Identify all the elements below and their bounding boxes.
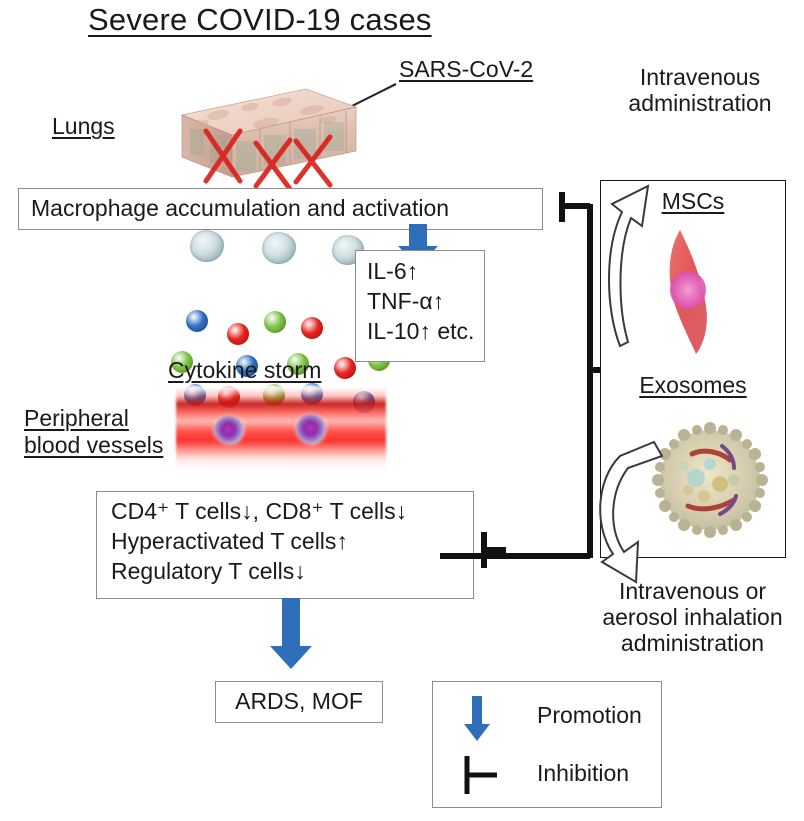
exosome-illustration: [648, 418, 772, 542]
blood-vessel-illustration: [176, 384, 386, 470]
iv-aerosol-curved-arrow: [599, 440, 664, 584]
cytokine-storm-label: Cytokine storm: [168, 357, 322, 383]
exosomes-label: Exosomes: [639, 372, 747, 398]
iv-aerosol-line2: aerosol inhalation: [602, 604, 783, 631]
iv-aerosol-line1: Intravenous or: [618, 578, 767, 604]
promotion-arrow-outcome: [270, 598, 312, 669]
lung-tissue-illustration: [178, 85, 360, 192]
peripheral-blood-vessels-label: Peripheral blood vessels: [24, 405, 163, 459]
cytokine-list-box: IL-6↑ TNF-α↑ IL-10↑ etc.: [355, 250, 485, 362]
iv-aerosol-label: Intravenous or aerosol inhalation admini…: [585, 578, 800, 657]
inhibition-tbar-tcells: [481, 532, 506, 568]
legend-row-promotion: Promotion: [433, 692, 663, 744]
iv-aerosol-line3: administration: [620, 630, 765, 657]
outcome-box-text: ARDS, MOF: [235, 688, 363, 715]
cytokine-item: IL-6↑: [367, 258, 419, 284]
macrophage-box: Macrophage accumulation and activation: [18, 188, 543, 230]
inhibition-bracket: [440, 192, 612, 559]
legend-row-inhibition: Inhibition: [433, 748, 663, 800]
peripheral-label-line2: blood vessels: [24, 432, 164, 459]
cytokine-dot: [264, 311, 286, 333]
cytokine-dot: [287, 353, 309, 375]
cytokine-dot: [171, 351, 193, 373]
lungs-label: Lungs: [52, 113, 115, 139]
iv-administration-line1: Intravenous: [639, 64, 761, 90]
inhibition-bar-icon: [464, 756, 497, 794]
page-title: Severe COVID-19 cases: [88, 2, 432, 37]
msc-cell-illustration: [650, 228, 736, 358]
legend-promotion-label: Promotion: [537, 702, 642, 728]
mscs-label: MSCs: [661, 188, 725, 214]
tcells-item: CD4⁺ T cells↓, CD8⁺ T cells↓: [111, 498, 408, 524]
iv-administration-curved-arrow: [608, 184, 650, 348]
cytokine-dot: [227, 323, 249, 345]
cytokine-item: TNF-α↑: [367, 287, 445, 314]
cytokine-dot: [301, 317, 323, 339]
iv-administration-label: Intravenous administration: [600, 64, 800, 116]
legend-box: Promotion Inhibition: [432, 681, 662, 808]
tcells-item: Hyperactivated T cells↑: [111, 527, 348, 554]
macrophage-cells-group: [182, 230, 382, 266]
outcome-box: ARDS, MOF: [215, 681, 383, 723]
iv-administration-line2: administration: [628, 90, 772, 117]
tcells-item: Regulatory T cells↓: [111, 557, 306, 584]
cytokine-dot: [334, 357, 356, 379]
peripheral-label-line1: Peripheral: [24, 405, 129, 431]
cytokine-item: IL-10↑ etc.: [367, 317, 475, 344]
macrophage-box-text: Macrophage accumulation and activation: [31, 195, 450, 222]
cytokine-dot: [186, 310, 208, 332]
legend-inhibition-label: Inhibition: [537, 760, 630, 786]
promotion-arrow-icon: [464, 696, 490, 741]
sars-cov-2-label: SARS-CoV-2: [399, 56, 534, 82]
tcells-box: CD4⁺ T cells↓, CD8⁺ T cells↓ Hyperactiva…: [96, 491, 474, 599]
cytokine-dot: [236, 355, 258, 377]
